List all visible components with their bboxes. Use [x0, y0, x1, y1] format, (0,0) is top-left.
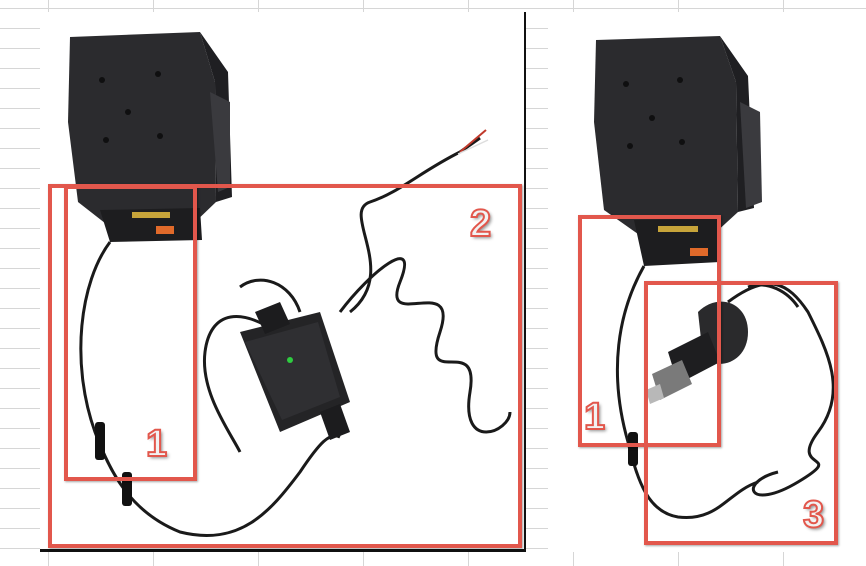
callout-number-left-2: 2 [469, 203, 492, 245]
cable-icon [79, 136, 512, 538]
charger-box-icon [240, 302, 350, 440]
phone-holder-icon [594, 36, 835, 520]
callout-number-left-1: 1 [145, 423, 168, 465]
product-photo-hardwired [40, 12, 526, 552]
callout-box-hardwired-charger [48, 184, 522, 548]
callout-box-holder-cable-right [578, 215, 721, 447]
photo-border-right [524, 12, 526, 552]
car-adapter-icon [646, 301, 748, 404]
callout-number-right-1: 1 [583, 396, 606, 438]
photo-border-bottom [40, 549, 526, 552]
callout-number-right-3: 3 [802, 494, 825, 536]
cable-icon [615, 265, 835, 520]
callout-box-cigarette-charger [644, 281, 838, 545]
